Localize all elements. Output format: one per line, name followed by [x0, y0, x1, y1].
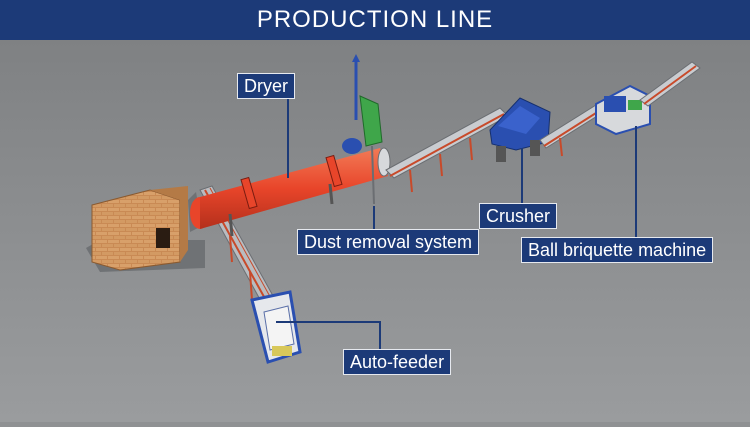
- rotary-dryer: [188, 147, 391, 237]
- label-dust-removal-system: Dust removal system: [298, 230, 479, 254]
- label-leaders: [276, 96, 637, 352]
- hot-air-furnace: [86, 186, 205, 272]
- auto-feeder-machine: [250, 290, 302, 364]
- label-crusher: Crusher: [480, 204, 557, 228]
- label-auto-feeder: Auto-feeder: [344, 350, 451, 374]
- page-title: PRODUCTION LINE: [256, 6, 494, 33]
- ball-briquette-machine: [595, 84, 651, 136]
- label-ball-briquette-machine: Ball briquette machine: [522, 238, 713, 262]
- output-conveyor: [639, 61, 701, 107]
- dust-removal-unit: [342, 54, 383, 205]
- header-bar: [0, 0, 750, 40]
- dryer-crusher-conveyor: [385, 107, 509, 193]
- label-dryer: Dryer: [238, 74, 294, 98]
